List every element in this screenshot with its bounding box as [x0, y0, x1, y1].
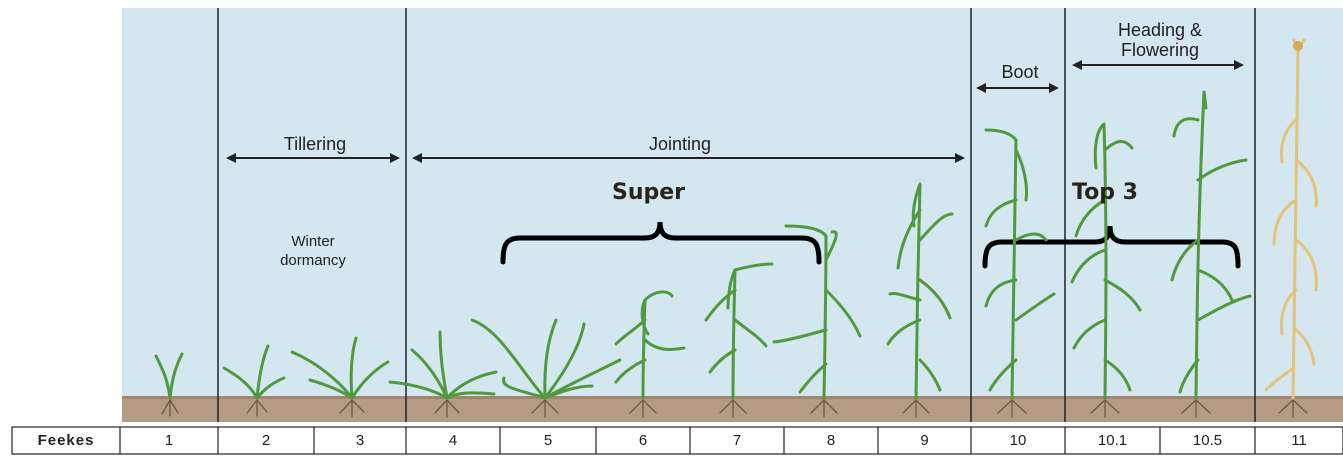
top3-bracket	[982, 225, 1241, 269]
feekes-value: 10	[1009, 432, 1027, 449]
heading-flowering-label: Heading & Flowering	[1117, 20, 1203, 60]
feekes-value: 5	[543, 432, 553, 449]
feekes-value: 8	[826, 432, 836, 449]
feekes-value: 3	[355, 432, 365, 449]
boot-label: Boot	[1001, 62, 1039, 82]
winter-dormancy-label: Winter dormancy	[280, 233, 346, 269]
plants	[154, 38, 1318, 418]
top3-callout: Top 3	[1072, 180, 1138, 205]
roots	[161, 399, 1308, 418]
feekes-value: 7	[732, 432, 742, 449]
feekes-value: 6	[638, 432, 648, 449]
feekes-value: 1	[164, 432, 174, 449]
feekes-value: 10.5	[1192, 432, 1223, 449]
feekes-value: 4	[448, 432, 458, 449]
feekes-value: 11	[1291, 432, 1307, 449]
feekes-value: 2	[261, 432, 271, 449]
stage-dividers	[217, 8, 1256, 422]
tillering-label: Tillering	[283, 134, 347, 154]
feekes-value: 9	[920, 432, 929, 449]
super-bracket	[500, 221, 822, 265]
super-callout: Super	[612, 180, 686, 205]
feekes-scale-label: Feekes	[37, 432, 95, 449]
feekes-table	[11, 426, 1343, 455]
green-plants	[154, 90, 1252, 400]
feekes-value: 10.1	[1097, 432, 1128, 449]
jointing-label: Jointing	[648, 134, 712, 154]
